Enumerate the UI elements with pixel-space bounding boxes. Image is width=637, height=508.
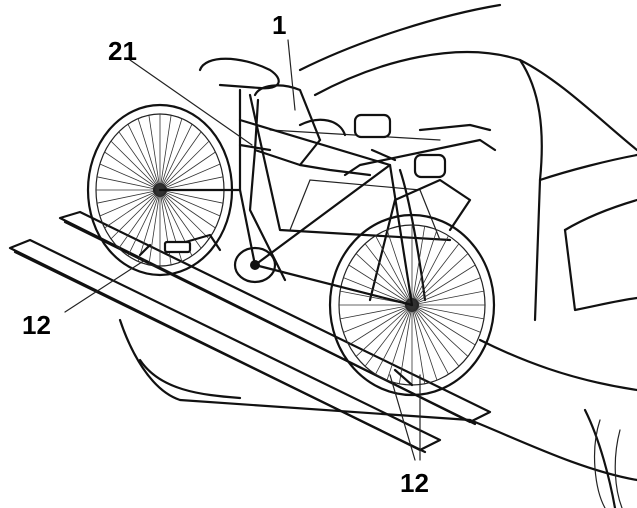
wheel-spoke — [411, 304, 469, 357]
wheel-spoke — [411, 304, 476, 346]
wheel-spoke — [159, 189, 216, 229]
rails — [8, 210, 492, 454]
wheel-spoke — [127, 189, 161, 256]
bike-frame — [138, 57, 414, 387]
wheel-spoke — [343, 277, 413, 306]
callout-21: 21 — [108, 36, 137, 66]
wheel-spoke — [364, 304, 413, 367]
wheel-spoke — [355, 304, 413, 357]
wheel-spoke — [411, 235, 449, 306]
wheel-spoke — [159, 189, 224, 204]
wheel-spoke — [159, 140, 210, 191]
wheel-spoke — [411, 304, 449, 375]
wheel-spoke — [148, 115, 161, 191]
wheel-spoke — [159, 124, 193, 191]
wheel-spoke — [411, 226, 426, 306]
wheel-spoke — [398, 304, 413, 384]
leader-lines — [64, 39, 421, 461]
wheel-spoke — [159, 163, 221, 191]
wheel-spoke — [148, 189, 161, 265]
wheel-spoke — [159, 189, 221, 217]
wheel-spoke — [96, 176, 161, 191]
wheel-spoke — [411, 243, 460, 306]
callout-12-left: 12 — [22, 310, 51, 340]
wheel-spoke — [411, 290, 484, 306]
wheel-spoke — [99, 189, 161, 217]
wheel-spoke — [137, 189, 161, 262]
wheel-spoke — [340, 304, 413, 320]
wheel-spoke — [159, 118, 183, 191]
wheel-spoke — [159, 151, 216, 191]
wheel-spoke — [159, 115, 172, 191]
wheel-spoke — [411, 264, 476, 306]
wheel-spoke — [110, 140, 161, 191]
wheel-spoke — [348, 304, 413, 346]
wheel-spoke — [104, 189, 161, 229]
wheel-spoke — [411, 304, 484, 320]
wheel-spoke — [411, 229, 438, 306]
wheel-spoke — [118, 131, 161, 191]
wheel-spoke — [411, 277, 481, 306]
wheel-spoke — [110, 189, 161, 240]
wheel-spoke — [96, 189, 161, 204]
wheel-spoke — [127, 124, 161, 191]
wheel-spoke — [386, 304, 413, 381]
wheel-spoke — [99, 163, 161, 191]
wheel-spoke — [386, 229, 413, 306]
wheel-spoke — [343, 304, 413, 333]
wheel-spoke — [355, 253, 413, 306]
wheel-spoke — [104, 151, 161, 191]
wheel-spoke — [137, 118, 161, 191]
car-body — [118, 3, 637, 508]
wheel-spoke — [159, 189, 210, 240]
wheel-spoke — [411, 304, 460, 367]
wheel-spoke — [411, 304, 426, 384]
callout-1: 1 — [272, 10, 287, 40]
wheel-spoke — [375, 235, 413, 306]
rack-frame — [248, 84, 497, 302]
wheel-spoke — [118, 189, 161, 249]
wheel-spoke — [348, 264, 413, 306]
wheel-spoke — [159, 176, 224, 191]
wheel-spoke — [375, 304, 413, 375]
wheel-spoke — [364, 243, 413, 306]
wheel-spoke — [159, 131, 202, 191]
wheel-spoke — [411, 253, 469, 306]
wheel-spoke — [411, 304, 438, 381]
wheel-spoke — [411, 304, 481, 333]
callout-12-bottom: 12 — [400, 468, 429, 498]
